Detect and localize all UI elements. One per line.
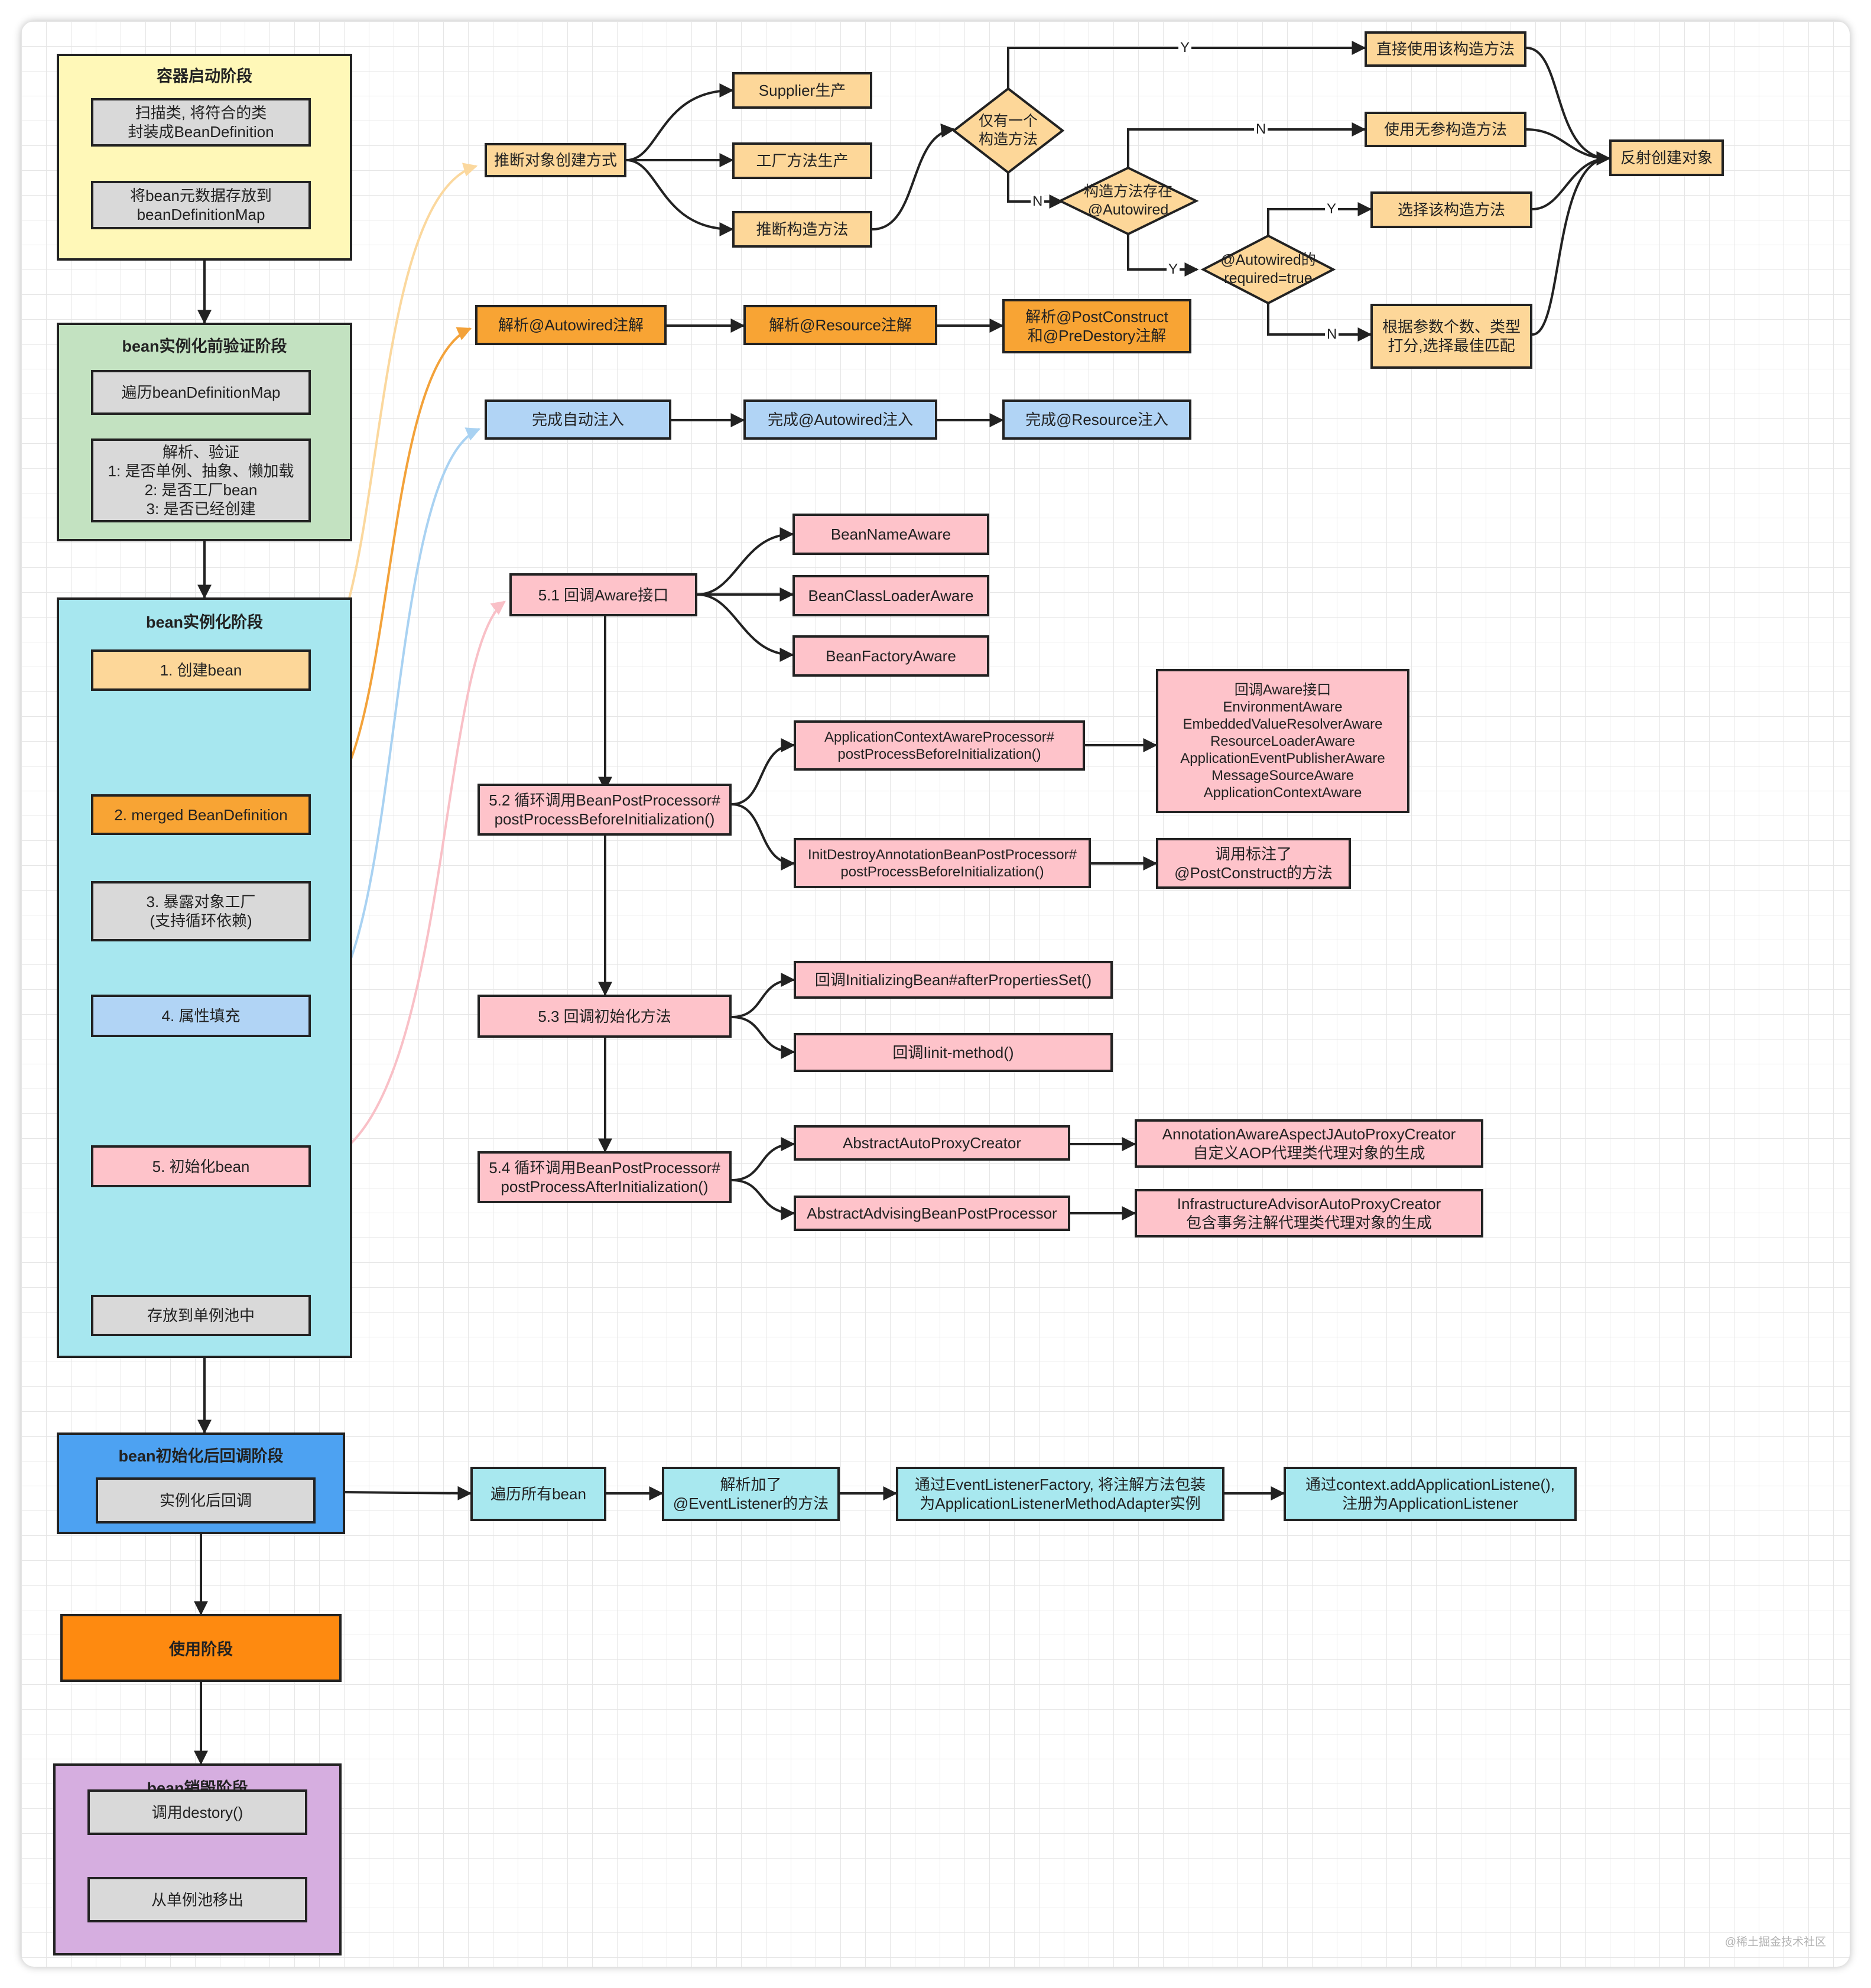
edge-diamond2-noarg [1127,122,1366,168]
group-title-post-callback: bean初始化后回调阶段 [118,1447,284,1465]
edge-diamond2-diamond3 [1127,234,1199,277]
group-title-container-start: 容器启动阶段 [157,67,252,85]
edge-direct-reflect [1526,47,1611,165]
node-call-destroy[interactable]: 调用destory() [87,1789,307,1835]
edge-noarg-reflect [1526,128,1611,165]
node-bean-factory-aware[interactable]: BeanFactoryAware [792,635,989,677]
group-title-instantiate: bean实例化阶段 [145,613,264,631]
node-merged-bd[interactable]: 2. merged BeanDefinition [91,794,311,835]
node-choose-this[interactable]: 选择该构造方法 [1370,191,1532,228]
node-aaajapc[interactable]: AnnotationAwareAspectJAutoProxyCreator 自… [1135,1119,1483,1168]
label-no-noarg: N [1254,122,1268,137]
node-store-singleton[interactable]: 存放到单例池中 [91,1295,311,1336]
node-parse-postconstruct[interactable]: 解析@PostConstruct 和@PreDestory注解 [1002,299,1191,353]
node-idabpp[interactable]: InitDestroyAnnotationBeanPostProcessor# … [794,838,1091,888]
node-remove-singleton[interactable]: 从单例池移出 [87,1877,307,1922]
label-yes-diamond3: Y [1167,262,1180,277]
node-bpp-after[interactable]: 5.4 循环调用BeanPostProcessor# postProcessAf… [478,1151,732,1203]
node-register-listener[interactable]: 通过context.addApplicationListene(), 注册为Ap… [1284,1467,1577,1521]
node-init-bean[interactable]: 5. 初始化bean [91,1145,311,1187]
group-instantiate: bean实例化阶段 [57,597,352,1358]
node-traverse-beans[interactable]: 遍历所有bean [470,1467,606,1521]
edge-postcb-traverse [343,1486,472,1500]
diamond-only-one-ctor [951,87,1065,174]
node-infer-creation[interactable]: 推断对象创建方式 [485,143,626,177]
node-autowired-inject[interactable]: 完成@Autowired注入 [743,399,937,440]
diamond-text-only-one-ctor: 仅有一个 构造方法 [978,113,1038,148]
diamond-text-has-autowired: 构造方法存在 @Autowired [1083,183,1172,218]
node-bean-classloader-aware[interactable]: BeanClassLoaderAware [792,575,989,616]
node-score-match[interactable]: 根据参数个数、类型 打分,选择最佳匹配 [1370,304,1532,369]
edge-aware-factory [697,593,794,662]
node-parse-event-listener[interactable]: 解析加了 @EventListener的方法 [662,1467,840,1521]
node-aapc[interactable]: AbstractAutoProxyCreator [794,1125,1070,1161]
node-parse-resource[interactable]: 解析@Resource注解 [743,305,937,345]
node-scan[interactable]: 扫描类, 将符合的类 封装成BeanDefinition [91,98,311,147]
group-container-start: 容器启动阶段 [57,54,352,261]
edge-aware-namearware [697,527,794,596]
edge-bppbefore-acap [731,738,795,805]
diamond-required-true [1200,234,1336,305]
node-iaapc[interactable]: InfrastructureAdvisorAutoProxyCreator 包含… [1135,1189,1483,1237]
group-use: 使用阶段 [60,1614,342,1682]
label-yes-direct: Y [1178,40,1192,56]
node-expose-factory[interactable]: 3. 暴露对象工厂 (支持循环依赖) [91,881,311,941]
edge-diamond1-direct [1007,41,1366,89]
edge-bppbefore-idabpp [731,803,795,870]
label-yes-choose: Y [1325,202,1339,217]
node-aware-callback[interactable]: 5.1 回调Aware接口 [509,573,697,616]
node-instance-callback[interactable]: 实例化后回调 [96,1477,316,1524]
node-bean-name-aware[interactable]: BeanNameAware [792,514,989,555]
curve-init-aware [310,600,506,1166]
node-call-postconstruct[interactable]: 调用标注了 @PostConstruct的方法 [1156,838,1351,889]
node-parse-validate[interactable]: 解析、验证 1: 是否单例、抽象、懒加载 2: 是否工厂bean 3: 是否已经… [91,438,311,522]
diamond-text-required-true: @Autowired的 required=true [1220,252,1316,287]
diagram-canvas: Y N N Y Y N 容器启动阶段 bean实例化前验证阶段 bean实例化阶… [21,21,1850,1967]
node-acap[interactable]: ApplicationContextAwareProcessor# postPr… [794,720,1085,771]
node-factory-method[interactable]: 工厂方法生产 [732,142,872,179]
node-use-noarg[interactable]: 使用无参构造方法 [1365,112,1526,147]
node-aware-list[interactable]: 回调Aware接口 EnvironmentAware EmbeddedValue… [1156,669,1409,813]
node-wrap-adapter[interactable]: 通过EventListenerFactory, 将注解方法包装 为Applica… [896,1467,1224,1521]
node-use-direct[interactable]: 直接使用该构造方法 [1365,31,1526,67]
edge-init-afterprops [731,973,795,1018]
edge-infer-ctor [626,159,734,236]
node-auto-inject[interactable]: 完成自动注入 [485,399,671,440]
watermark: @稀土掘金技术社区 [1724,1936,1826,1948]
node-init-methods[interactable]: 5.3 回调初始化方法 [478,995,732,1038]
label-no-score: N [1325,327,1339,342]
node-after-properties[interactable]: 回调InitializingBean#afterPropertiesSet() [794,961,1113,999]
node-populate[interactable]: 4. 属性填充 [91,995,311,1037]
edge-choose-reflect [1532,151,1611,210]
edge-bppafter-aabpp [731,1179,795,1220]
edge-score-reflect [1532,151,1611,336]
group-title-pre-validate: bean实例化前验证阶段 [122,337,287,355]
diamond-has-autowired [1057,166,1199,236]
edge-diamond3-choose [1267,202,1372,236]
edge-bppafter-aapc [731,1137,795,1181]
node-resource-inject[interactable]: 完成@Resource注入 [1002,399,1191,440]
node-bpp-before[interactable]: 5.2 循环调用BeanPostProcessor# postProcessBe… [478,784,732,836]
node-store-map[interactable]: 将bean元数据存放到 beanDefinitionMap [91,181,311,229]
group-title-use: 使用阶段 [169,1641,233,1658]
edge-infer-supplier [626,83,734,161]
edge-ctor-diamond [872,124,956,230]
node-create-bean[interactable]: 1. 创建bean [91,649,311,691]
node-traverse-map[interactable]: 遍历beanDefinitionMap [91,370,311,415]
node-supplier[interactable]: Supplier生产 [732,72,872,109]
edge-diamond3-score [1267,303,1372,342]
label-no-diamond2: N [1031,194,1045,209]
edge-init-initmethod [731,1016,795,1059]
node-parse-autowired[interactable]: 解析@Autowired注解 [475,305,667,345]
node-aabpp[interactable]: AbstractAdvisingBeanPostProcessor [794,1196,1070,1231]
node-init-method[interactable]: 回调Iinit-method() [794,1033,1113,1072]
node-reflect-create[interactable]: 反射创建对象 [1609,139,1724,176]
node-infer-constructor[interactable]: 推断构造方法 [732,211,872,248]
